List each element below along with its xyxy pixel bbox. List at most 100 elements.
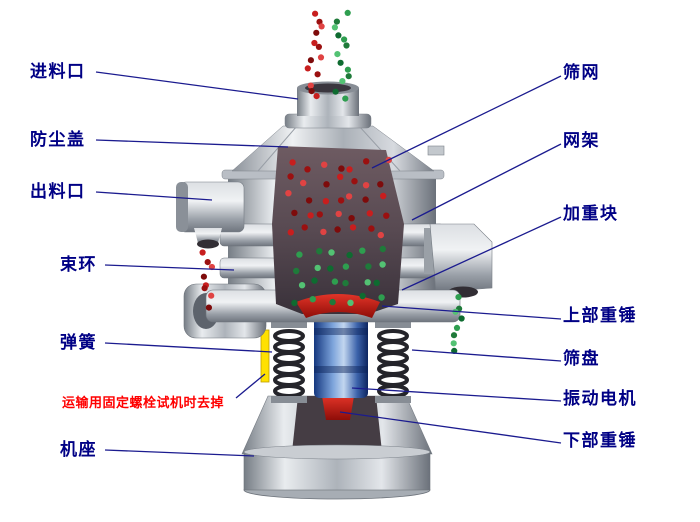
particle bbox=[199, 249, 206, 256]
leader-lower-weight bbox=[339, 411, 562, 444]
base-cutout bbox=[292, 396, 382, 452]
label-vibration-motor: 振动电机 bbox=[563, 389, 637, 408]
particle bbox=[349, 224, 357, 231]
label-screen-mesh: 筛网 bbox=[563, 63, 600, 82]
particle bbox=[204, 259, 211, 266]
particle bbox=[362, 182, 370, 189]
label-lower-weight: 下部重锤 bbox=[563, 431, 637, 450]
particle bbox=[208, 292, 215, 299]
particle bbox=[287, 229, 294, 236]
particle bbox=[201, 285, 208, 292]
particle bbox=[307, 82, 314, 89]
discharge-spout-left bbox=[176, 181, 245, 249]
particle bbox=[379, 245, 386, 253]
particle bbox=[307, 57, 314, 64]
particle bbox=[377, 181, 384, 188]
leader-discharge-outlet bbox=[95, 191, 213, 201]
leader-machine-base bbox=[104, 449, 255, 457]
leader-feed-inlet bbox=[95, 71, 299, 100]
label-machine-base: 机座 bbox=[60, 440, 97, 459]
label-spring: 弹簧 bbox=[60, 333, 97, 352]
particle bbox=[291, 299, 298, 307]
particle bbox=[327, 265, 334, 272]
particle bbox=[311, 277, 318, 284]
particle bbox=[346, 251, 353, 259]
particle bbox=[380, 192, 387, 200]
particle bbox=[313, 29, 320, 36]
particle bbox=[342, 95, 349, 102]
particle bbox=[315, 43, 322, 51]
particle bbox=[379, 261, 386, 268]
leader-screen-mesh bbox=[371, 75, 562, 169]
leader-sieve-tray bbox=[411, 349, 562, 362]
cover-tab bbox=[427, 145, 445, 156]
particle bbox=[304, 65, 311, 72]
particle bbox=[316, 211, 323, 218]
falling-particles-top-red bbox=[304, 10, 325, 100]
particle bbox=[318, 23, 325, 30]
particle bbox=[313, 93, 320, 100]
particle bbox=[329, 298, 336, 306]
particle bbox=[296, 251, 303, 258]
particle bbox=[314, 264, 321, 272]
upper-weight-shape bbox=[296, 294, 380, 318]
spring-right bbox=[375, 322, 411, 403]
particle bbox=[337, 59, 344, 66]
particle bbox=[450, 332, 458, 339]
particle bbox=[455, 294, 462, 301]
particle bbox=[348, 215, 355, 222]
leader-dust-cover bbox=[95, 139, 289, 148]
particle bbox=[339, 78, 346, 85]
falling-particles-top-green bbox=[331, 9, 352, 102]
leader-mesh-frame bbox=[411, 143, 562, 221]
particle bbox=[304, 166, 311, 173]
particle bbox=[346, 166, 353, 173]
particle bbox=[331, 24, 338, 31]
particle bbox=[293, 267, 300, 275]
leader-weight-block bbox=[401, 216, 562, 291]
label-sieve-tray: 筛盘 bbox=[563, 349, 600, 368]
particle bbox=[287, 173, 294, 180]
particle bbox=[450, 340, 457, 347]
screen-particles-red bbox=[285, 156, 392, 239]
particle bbox=[285, 190, 292, 197]
particle bbox=[344, 9, 351, 16]
particle bbox=[365, 263, 372, 270]
leader-upper-weight bbox=[381, 305, 562, 320]
particle bbox=[366, 210, 373, 217]
particle bbox=[335, 210, 342, 218]
particle bbox=[347, 299, 354, 306]
particle bbox=[301, 224, 308, 231]
leader-spring bbox=[104, 342, 273, 353]
label-mesh-frame: 网架 bbox=[563, 131, 600, 150]
label-feed-inlet: 进料口 bbox=[30, 62, 86, 81]
particle bbox=[378, 294, 385, 301]
particle bbox=[333, 18, 340, 25]
label-upper-weight: 上部重锤 bbox=[563, 306, 637, 325]
particle bbox=[343, 42, 350, 49]
outlet-particles-red bbox=[199, 249, 215, 311]
particle bbox=[316, 248, 323, 255]
particle bbox=[334, 51, 341, 58]
particle bbox=[345, 73, 352, 80]
particle bbox=[305, 197, 313, 204]
label-weight-block: 加重块 bbox=[563, 204, 619, 223]
particle bbox=[345, 193, 353, 200]
particle bbox=[312, 10, 319, 17]
particle bbox=[383, 212, 390, 219]
machine-base-shape bbox=[241, 395, 433, 500]
screen-particles-green bbox=[291, 245, 386, 307]
particle bbox=[317, 54, 325, 61]
particle bbox=[342, 263, 350, 270]
particle bbox=[363, 158, 370, 165]
particle bbox=[331, 278, 339, 285]
particle bbox=[321, 161, 328, 168]
particle bbox=[309, 296, 316, 303]
particle bbox=[337, 197, 345, 204]
particle bbox=[337, 173, 344, 180]
particle bbox=[328, 249, 335, 256]
particle bbox=[368, 225, 375, 232]
particle bbox=[314, 71, 321, 78]
particle bbox=[362, 196, 369, 203]
